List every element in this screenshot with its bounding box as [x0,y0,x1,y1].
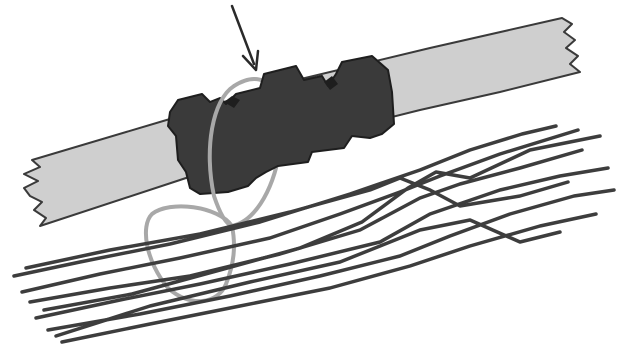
fiber-strand [28,148,584,304]
fiber-strands [12,124,616,344]
fiber-strand [54,218,562,338]
arrow-shaft [230,4,256,66]
fiber-strand [42,134,602,312]
clamp-block-icon [167,55,395,195]
fiber-strand [60,212,598,344]
fiber-strand [46,188,616,332]
fiber-strand [24,176,570,270]
fiber-strand [20,128,580,294]
pointer-arrow-icon [230,4,260,72]
clamp-notch [324,76,338,90]
fiber-strand [34,166,610,320]
clamp-notch [224,96,240,108]
arrow-head [241,49,260,72]
